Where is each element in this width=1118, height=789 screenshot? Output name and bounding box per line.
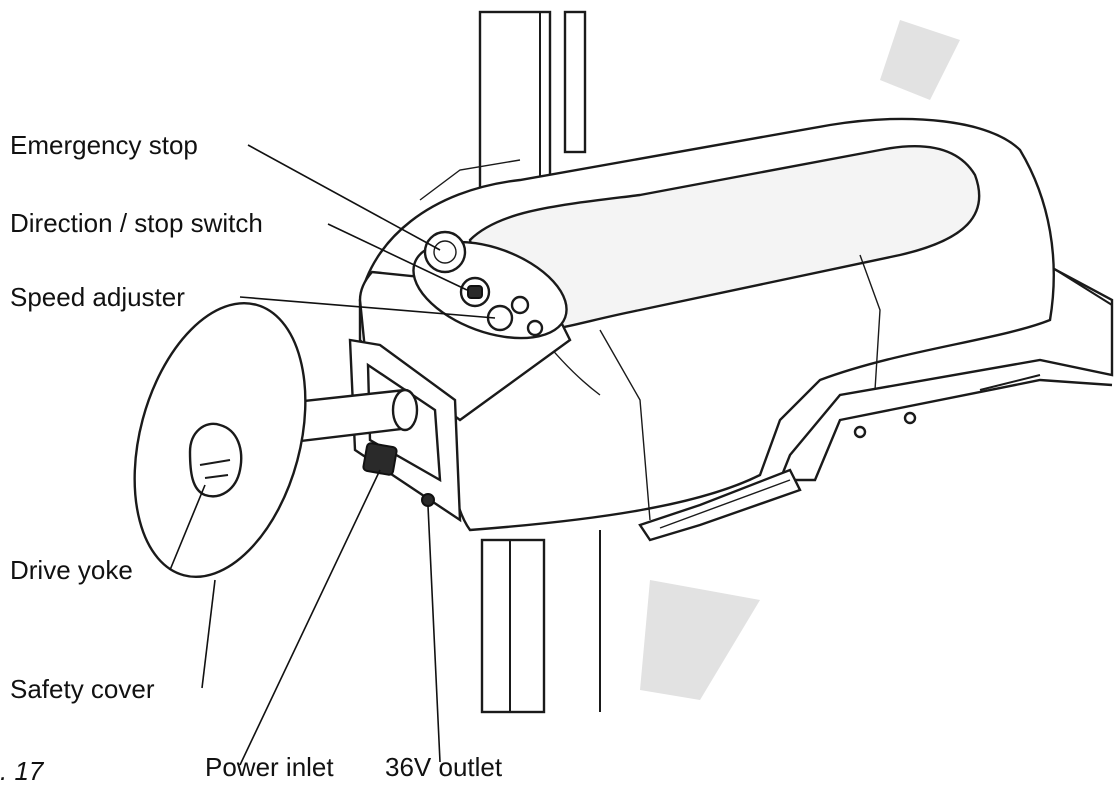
- leader-emergency-stop: [247, 144, 441, 251]
- label-emergency-stop: Emergency stop: [10, 130, 198, 160]
- housing: [348, 117, 1055, 542]
- leader-speed-adjuster: [239, 296, 496, 319]
- leader-drive-yoke: [169, 484, 206, 571]
- label-safety-cover: Safety cover: [10, 674, 155, 704]
- label-outlet-36v: 36V outlet: [385, 752, 503, 782]
- figure-number: . 17: [0, 756, 44, 786]
- leader-outlet-36v: [427, 505, 441, 763]
- label-direction-stop-switch: Direction / stop switch: [10, 208, 263, 238]
- leader-direction-switch: [327, 223, 468, 291]
- leader-power-inlet: [239, 469, 381, 766]
- drive-yoke: [188, 422, 243, 498]
- label-speed-adjuster: Speed adjuster: [10, 282, 185, 312]
- mast: [478, 10, 601, 714]
- leader-lines: [169, 144, 496, 766]
- outlet-36v-icon: [421, 493, 435, 507]
- label-drive-yoke: Drive yoke: [10, 555, 133, 585]
- emergency-stop-icon: [423, 230, 467, 274]
- power-inlet-icon: [362, 442, 398, 476]
- support-frame: [778, 238, 1114, 482]
- label-power-inlet: Power inlet: [205, 752, 334, 782]
- leader-safety-cover: [201, 579, 216, 689]
